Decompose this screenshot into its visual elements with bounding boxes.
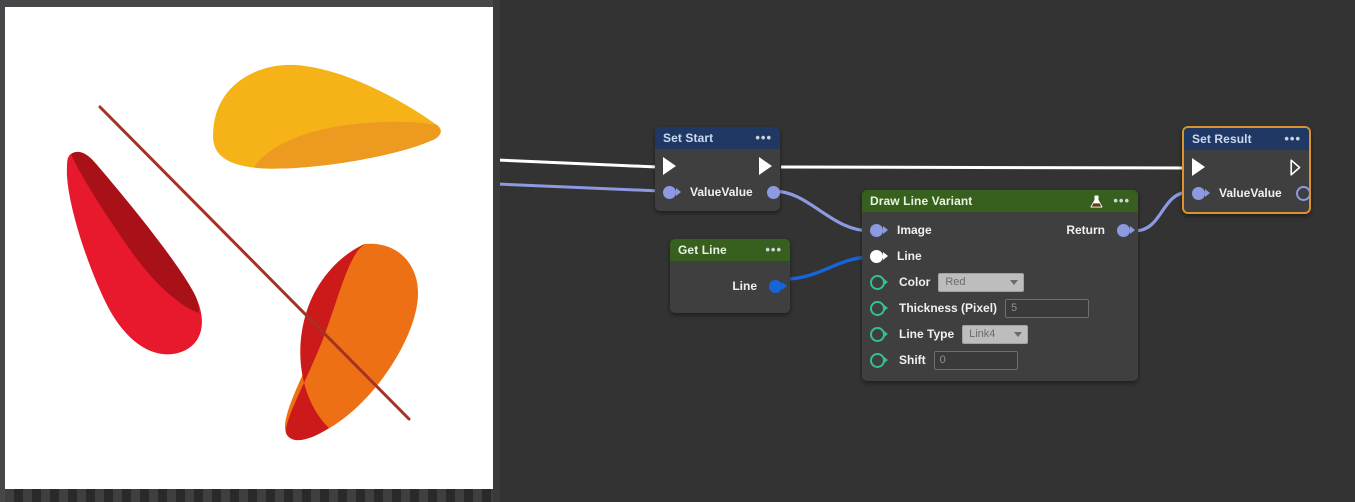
output-label-line: Line [732,279,757,293]
node-body: Value Value [1184,150,1309,212]
color-dropdown[interactable]: Red [938,272,1025,292]
output-label-return: Return [1066,223,1105,237]
horizontal-scrollbar[interactable] [5,489,493,502]
output-label-value: Value [721,185,753,199]
wire-image [772,189,872,233]
exec-row [655,153,780,179]
chevron-down-icon [1010,279,1019,285]
color-dropdown-value: Red [945,276,966,288]
node-set-result[interactable]: Set Result ••• Value Val [1182,126,1311,214]
node-set-start[interactable]: Set Start ••• Value Value [655,127,780,211]
flask-icon [1090,194,1103,208]
input-label-image: Image [897,223,932,237]
input-pin-value[interactable] [1192,186,1210,200]
input-label-line-type: Line Type [899,327,955,341]
scrollbar-left-cap [0,489,5,502]
red-petal-shape [66,151,202,355]
node-menu-button[interactable]: ••• [1113,193,1130,208]
output-pin-value[interactable] [766,185,780,199]
output-pin-return[interactable] [1117,223,1135,237]
output-label-value: Value [1250,186,1282,200]
node-body: Value Value [655,149,780,211]
input-pin-line[interactable] [870,249,888,263]
input-label-value: Value [1219,186,1251,200]
input-label-shift: Shift [899,353,926,367]
value-row: Value Value [655,179,780,205]
wire-exec-in [500,158,658,169]
input-label-line: Line [897,249,922,263]
input-label-value: Value [690,185,722,199]
row-shift: Shift 0 [862,347,1138,373]
node-title: Set Result [1192,132,1252,146]
wire-data-in [500,182,661,193]
viewer-right-gap [493,0,500,502]
graph-canvas[interactable]: Set Start ••• Value Value [500,0,1355,502]
row-line-type: Line Type Link4 [862,321,1138,347]
exec-in-icon[interactable] [1192,158,1205,176]
exec-row [1184,154,1309,180]
line-output-row: Line [670,273,790,299]
line-type-dropdown[interactable]: Link4 [962,324,1029,344]
rendered-image-canvas [5,7,493,489]
node-draw-line-variant[interactable]: Draw Line Variant ••• Image Return [862,190,1138,381]
exec-in-icon[interactable] [663,157,676,175]
output-pin-line[interactable] [769,279,787,293]
row-image: Image Return [862,217,1138,243]
drawn-line-shape [98,105,411,421]
node-body: Line [670,261,790,313]
input-label-color: Color [899,275,931,289]
node-header-draw-line-variant[interactable]: Draw Line Variant ••• [862,190,1138,212]
viewer-top-margin [0,0,500,7]
exec-out-icon[interactable] [1290,158,1301,176]
thickness-input[interactable]: 5 [1005,298,1090,318]
node-title: Draw Line Variant [870,194,973,208]
input-pin-shift[interactable] [870,352,888,368]
value-row: Value Value [1184,180,1309,206]
input-pin-color[interactable] [870,274,888,290]
row-line: Line [862,243,1138,269]
image-viewer-panel [0,0,500,502]
shift-input-value: 0 [939,354,946,366]
wire-exec-mid [780,165,1187,170]
output-pin-value[interactable] [1295,185,1309,201]
wire-line [784,255,872,281]
row-color: Color Red [862,269,1138,295]
node-menu-button[interactable]: ••• [765,242,782,257]
shift-input[interactable]: 0 [933,350,1018,370]
chevron-down-icon [1014,331,1023,337]
node-header-set-result[interactable]: Set Result ••• [1184,128,1309,150]
node-menu-button[interactable]: ••• [1284,131,1301,146]
node-title: Get Line [678,243,727,257]
node-menu-button[interactable]: ••• [755,130,772,145]
input-pin-thickness[interactable] [870,300,888,316]
node-header-get-line[interactable]: Get Line ••• [670,239,790,261]
input-pin-image[interactable] [870,223,888,237]
node-get-line[interactable]: Get Line ••• Line [670,239,790,313]
viewer-left-margin [0,0,5,502]
row-thickness: Thickness (Pixel) 5 [862,295,1138,321]
orange-petal-shape [284,243,419,441]
exec-out-icon[interactable] [759,157,772,175]
input-pin-value[interactable] [663,185,681,199]
node-body: Image Return Line Color Red [862,212,1138,381]
thickness-input-value: 5 [1011,302,1018,314]
line-type-dropdown-value: Link4 [969,328,996,340]
input-pin-line-type[interactable] [870,326,888,342]
input-label-thickness: Thickness (Pixel) [899,301,998,315]
yellow-petal-shape [213,64,441,169]
node-title: Set Start [663,131,714,145]
node-header-set-start[interactable]: Set Start ••• [655,127,780,149]
